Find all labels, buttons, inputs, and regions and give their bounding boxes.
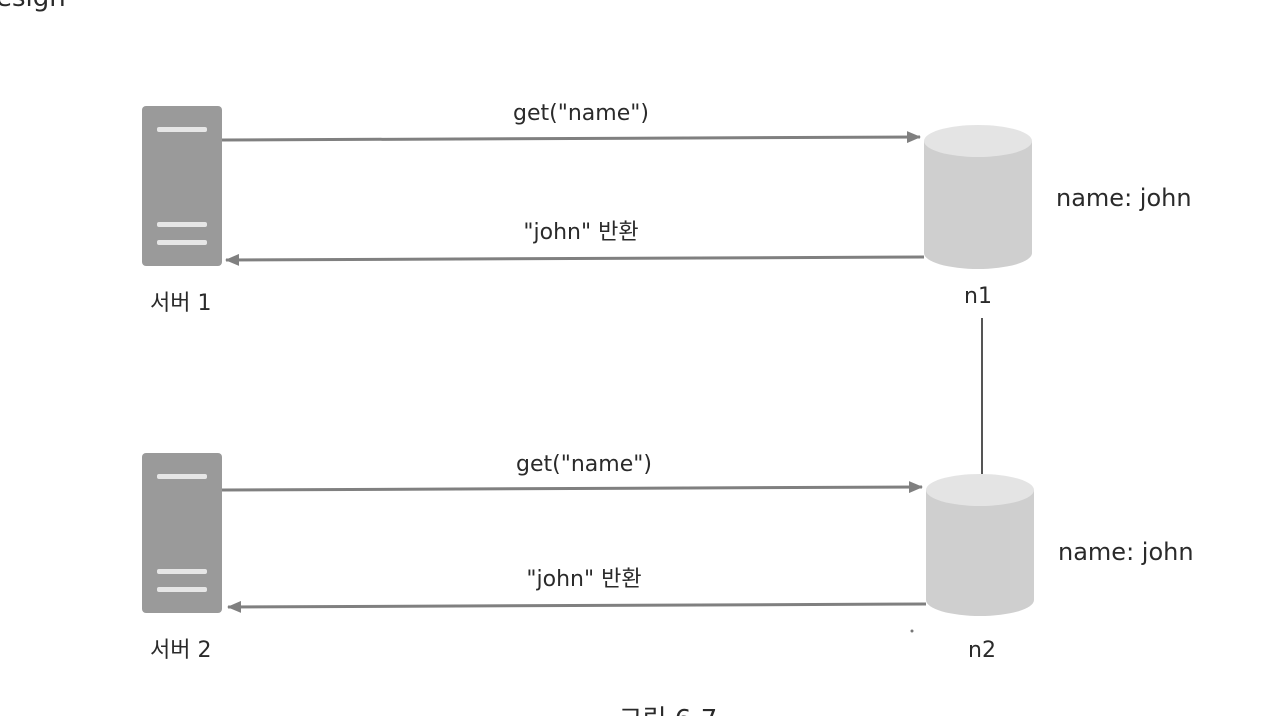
- server-2-slot-mid: [157, 569, 207, 574]
- node-n1-db-body: [924, 141, 1032, 269]
- server-1: [142, 106, 222, 266]
- node-n2-db-top: [926, 474, 1034, 506]
- server-2-label: 서버 2: [150, 638, 211, 663]
- stray-dot: [910, 629, 914, 633]
- node-n2-database: [926, 474, 1034, 616]
- node-n1-database: [924, 125, 1032, 269]
- server-1-slot-mid: [157, 222, 207, 227]
- figure-caption: 그림 6-7: [619, 705, 718, 716]
- header-fragment: esign: [0, 0, 66, 13]
- request-arrow-2: [221, 481, 923, 494]
- server-1-slot-bottom: [157, 240, 207, 245]
- server-1-slot-top: [157, 127, 207, 132]
- node-n2-value: name: john: [1058, 538, 1194, 566]
- response-arrow-1: [225, 253, 925, 266]
- response-label-1: "john" 반환: [523, 220, 638, 245]
- response-label-2: "john" 반환: [526, 567, 641, 592]
- server-2-slot-top: [157, 474, 207, 479]
- node-n2-db-body: [926, 490, 1034, 616]
- server-1-label: 서버 1: [150, 291, 211, 316]
- server-2-slot-bottom: [157, 587, 207, 592]
- node-n1-label: n1: [964, 284, 992, 309]
- node-n1-value: name: john: [1056, 184, 1192, 212]
- node-n2-label: n2: [968, 638, 996, 663]
- response-arrow-2: [227, 600, 927, 613]
- server-2: [142, 453, 222, 613]
- request-arrow-1: [221, 131, 921, 144]
- request-label-2: get("name"): [516, 452, 652, 477]
- request-label-1: get("name"): [513, 101, 649, 126]
- node-n1-db-top: [924, 125, 1032, 157]
